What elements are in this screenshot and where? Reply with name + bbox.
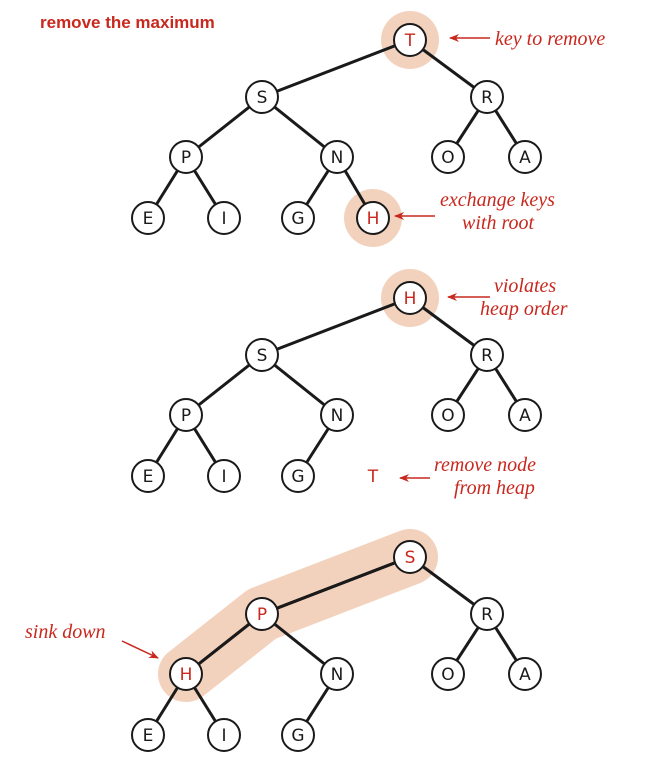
heap-node-O: O	[431, 398, 465, 432]
heap-node-E: E	[131, 201, 165, 235]
heap-node-S: S	[393, 540, 427, 574]
node-key: G	[291, 726, 304, 746]
node-key: O	[441, 665, 454, 685]
heap-node-N: N	[320, 140, 354, 174]
node-key: A	[519, 406, 531, 426]
heap-node-A: A	[508, 140, 542, 174]
heap-node-I: I	[207, 201, 241, 235]
heap-node-P: P	[245, 597, 279, 631]
heap-node-E: E	[131, 459, 165, 493]
removed-key: T	[367, 467, 379, 487]
heap-node-A: A	[508, 657, 542, 691]
heap-node-G: G	[281, 459, 315, 493]
node-key: H	[180, 665, 193, 685]
annotation-text: with root	[462, 212, 534, 234]
heap-node-P: P	[169, 140, 203, 174]
node-key: O	[441, 406, 454, 426]
heap-node-S: S	[245, 338, 279, 372]
heap-node-R: R	[470, 80, 504, 114]
node-key: G	[291, 209, 304, 229]
heap-node-T: T	[393, 23, 427, 57]
heap-node-G: G	[281, 718, 315, 752]
node-key: H	[404, 289, 417, 309]
annotation-text: violates	[494, 275, 556, 297]
heap-node-G: G	[281, 201, 315, 235]
node-key: G	[291, 467, 304, 487]
annotation-text: from heap	[454, 477, 535, 499]
heap-node-H: H	[169, 657, 203, 691]
node-key: O	[441, 148, 454, 168]
node-key: H	[367, 209, 380, 229]
node-key: A	[519, 665, 531, 685]
annotation-text: key to remove	[495, 28, 605, 50]
node-key: R	[481, 88, 493, 108]
heap-node-O: O	[431, 657, 465, 691]
heap-node-H: H	[356, 201, 390, 235]
annotation-arrow-icon	[121, 640, 159, 659]
heap-node-H: H	[393, 281, 427, 315]
node-key: S	[257, 346, 268, 366]
heap-node-P: P	[169, 398, 203, 432]
node-key: N	[331, 665, 344, 685]
node-key: I	[221, 726, 226, 746]
node-key: S	[257, 88, 268, 108]
heap-node-R: R	[470, 338, 504, 372]
heap-node-N: N	[320, 657, 354, 691]
node-key: P	[257, 605, 267, 625]
heap-node-A: A	[508, 398, 542, 432]
node-key: E	[143, 467, 154, 487]
node-key: P	[181, 406, 191, 426]
tree-edge	[261, 296, 411, 357]
node-key: E	[143, 209, 154, 229]
annotation-text: remove node	[434, 454, 536, 476]
annotation-text: heap order	[480, 298, 568, 320]
node-key: N	[331, 148, 344, 168]
heap-node-S: S	[245, 80, 279, 114]
node-key: S	[405, 548, 416, 568]
node-key: T	[404, 31, 416, 51]
node-key: R	[481, 605, 493, 625]
heap-node-R: R	[470, 597, 504, 631]
node-key: I	[221, 209, 226, 229]
heap-node-I: I	[207, 459, 241, 493]
node-key: P	[181, 148, 191, 168]
heap-node-O: O	[431, 140, 465, 174]
heap-node-E: E	[131, 718, 165, 752]
node-key: N	[331, 406, 344, 426]
tree-edge	[261, 38, 411, 99]
annotation-text: exchange keys	[440, 189, 555, 211]
node-key: R	[481, 346, 493, 366]
heap-node-N: N	[320, 398, 354, 432]
annotation-text: sink down	[25, 621, 106, 643]
node-key: I	[221, 467, 226, 487]
sink-path-highlight	[158, 529, 438, 702]
heap-node-I: I	[207, 718, 241, 752]
node-key: E	[143, 726, 154, 746]
diagram-title: remove the maximum	[40, 13, 215, 32]
node-key: A	[519, 148, 531, 168]
